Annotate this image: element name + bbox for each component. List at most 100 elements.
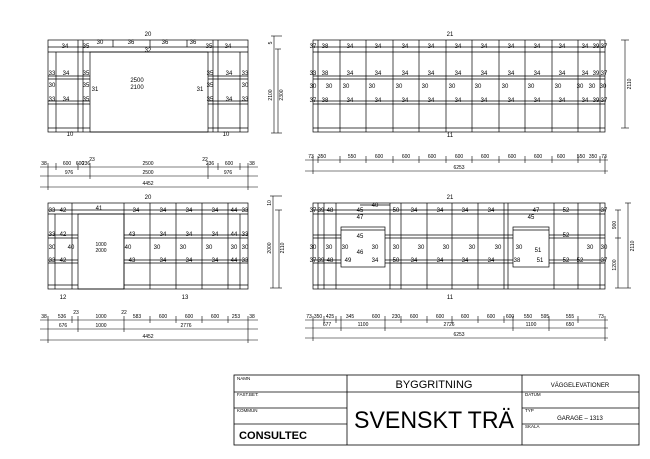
dimension-label: 600 [63, 161, 72, 167]
stud-label: 33 [242, 71, 249, 77]
dimension-label: 900 [612, 221, 618, 230]
dimension-label: 350 [318, 154, 327, 160]
dimension-label: 976 [65, 170, 74, 176]
title-block-labels: NAMN FAST.BET: KOMMUN DATUM TYP SKALA [237, 376, 541, 429]
dimension-label: 600 [372, 314, 381, 320]
stud-label: 30 [310, 245, 317, 251]
top-right-side-dim [621, 39, 629, 129]
bottom-right-side-dim [615, 202, 631, 289]
dimension-label: 1100 [358, 322, 369, 328]
elevation-top-right [312, 39, 606, 133]
stud-label: 37 [310, 98, 317, 104]
field-label-municipality: KOMMUN [237, 408, 258, 413]
stud-label: 34 [508, 71, 515, 77]
drawing-type-value: GARAGE – 1313 [557, 416, 603, 422]
dimension-label: 2300 [279, 89, 285, 100]
dimension-label: 595 [541, 314, 550, 320]
stud-label: 30 [372, 245, 379, 251]
dimension-label: 4452 [142, 334, 153, 340]
dimension-label: 600 [455, 154, 464, 160]
stud-label: 34 [534, 98, 541, 104]
stud-label: 35 [83, 83, 90, 89]
stud-label: 34 [582, 44, 589, 50]
stud-label: 33 [49, 232, 56, 238]
dimension-label: 23 [89, 157, 95, 163]
stud-label: 34 [375, 71, 382, 77]
bottom-row-labels: 37 38 34 34 34 34 34 34 34 34 34 34 39 3… [310, 98, 608, 104]
stud-label: 42 [60, 232, 67, 238]
dimension-label: 2000 [267, 242, 273, 253]
stud-label: 34 [559, 98, 566, 104]
stud-label: 48 [327, 258, 334, 264]
stud-label: 34 [226, 97, 233, 103]
dimension-label: 2500 [142, 170, 153, 176]
dimension-label: 2726 [443, 322, 454, 328]
module-number: 12 [60, 295, 67, 301]
dimension-label: 236 [82, 161, 91, 167]
stud-label: 34 [63, 97, 70, 103]
module-number: 21 [447, 195, 454, 201]
dimension-label: 600 [508, 154, 517, 160]
dimension-label: 73 [601, 154, 607, 160]
dimension-label: 600 [402, 154, 411, 160]
dimension-label: 600 [76, 161, 85, 167]
dimension-label: 22 [202, 157, 208, 163]
module-number: 11 [447, 295, 454, 301]
stud-label: 34 [488, 208, 495, 214]
module-number: 10 [67, 132, 74, 138]
dimension-label: 600 [534, 154, 543, 160]
dimension-label: 555 [566, 314, 575, 320]
stud-label: 33 [49, 97, 56, 103]
elevation-top-left [47, 39, 249, 133]
dim-line-right-top [305, 156, 608, 174]
opening-height: 2000 [95, 248, 106, 254]
stud-label: 34 [372, 258, 379, 264]
stud-label: 34 [534, 71, 541, 77]
dimension-label: 583 [133, 314, 142, 320]
stud-label: 49 [345, 258, 352, 264]
dimension-label: 600 [428, 154, 437, 160]
dimension-label: 2110 [630, 240, 636, 251]
stud-label: 38 [322, 71, 329, 77]
dimension-label: 600 [461, 314, 470, 320]
header-label: 45 [528, 215, 535, 221]
stud-label: 34 [462, 258, 469, 264]
stud-label: 30 [600, 84, 607, 90]
stud-label: 30 [495, 245, 502, 251]
opening-height: 2100 [130, 85, 144, 91]
bottom-left-labels: 20 12 13 33 42 41 34 34 34 34 44 33 33 4… [49, 195, 249, 301]
dimension-label: 2110 [627, 78, 633, 89]
stud-label: 35 [207, 71, 214, 77]
stud-label: 36 [190, 40, 197, 46]
stud-label: 34 [508, 44, 515, 50]
stud-label: 34 [481, 44, 488, 50]
dimension-label: 650 [566, 322, 575, 328]
stud-label: 40 [125, 245, 132, 251]
module-number: 20 [145, 195, 152, 201]
stud-label: 34 [160, 232, 167, 238]
stud-label: 30 [443, 245, 450, 251]
dimension-label: 550 [577, 154, 586, 160]
stud-label: 43 [129, 258, 136, 264]
stud-label: 34 [437, 258, 444, 264]
stud-label: 34 [437, 208, 444, 214]
stud-label: 34 [508, 98, 515, 104]
stud-label: 32 [145, 48, 152, 54]
stud-label: 30 [587, 245, 594, 251]
header-label: 52 [563, 233, 570, 239]
mid-row2-labels: 30 30 30 30 30 30 30 30 30 30 30 30 30 3… [310, 84, 607, 90]
drawing-type-title: BYGGRITNING [395, 379, 472, 391]
stud-label: 34 [428, 98, 435, 104]
top-row-labels: 37 38 34 34 34 34 34 34 34 34 34 34 39 3… [310, 44, 608, 50]
dimension-label: 10 [267, 200, 273, 206]
stud-label: 34 [212, 258, 219, 264]
stud-label: 30 [449, 84, 456, 90]
stud-label: 34 [212, 232, 219, 238]
stud-label: 48 [327, 208, 334, 214]
dimension-label: 22 [121, 310, 127, 316]
title-block-frame [233, 374, 640, 446]
logo-text: CONSULTEC [239, 430, 307, 442]
stud-label: 34 [428, 44, 435, 50]
dimension-label: 23 [73, 310, 79, 316]
